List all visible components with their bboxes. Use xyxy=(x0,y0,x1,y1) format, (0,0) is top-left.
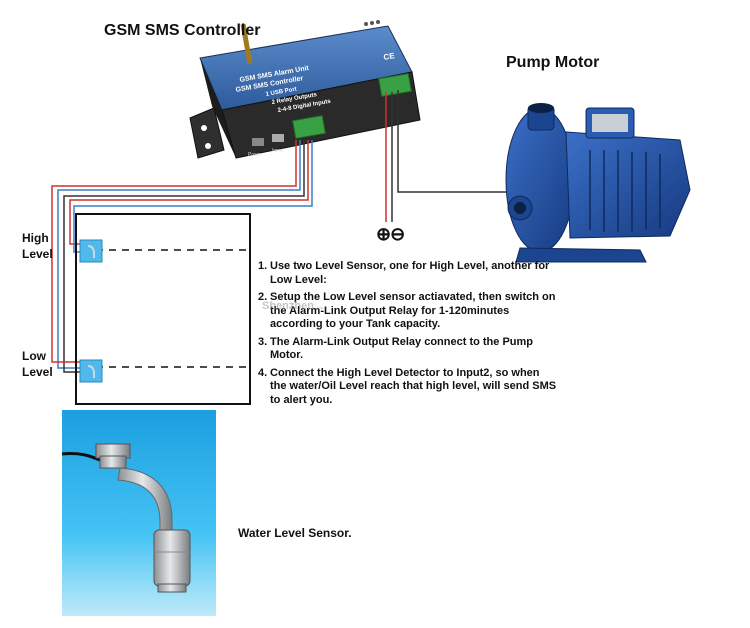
device-label-line3: 1 USB Port xyxy=(265,87,297,98)
water-level-sensor-caption: Water Level Sensor. xyxy=(238,526,352,540)
power-port-label: Power xyxy=(248,152,263,158)
tank xyxy=(75,213,251,405)
instruction-item: 4. Connect the High Level Detector to In… xyxy=(258,366,557,406)
low-level-sensor-icon xyxy=(79,359,103,383)
pump-motor-title: Pump Motor xyxy=(506,54,600,71)
pump-motor-illustration xyxy=(505,103,691,263)
instruction-item: 3. The Alarm-Link Output Relay connect t… xyxy=(258,335,534,362)
input-terminal-block xyxy=(292,114,326,140)
relay-wires xyxy=(385,90,508,222)
water-level-sensor-photo xyxy=(61,410,216,616)
instruction-item: 1. Use two Level Sensor, one for High Le… xyxy=(258,260,550,286)
high-level-sensor-icon xyxy=(79,239,103,263)
controller-title: GSM SMS Controller xyxy=(104,22,261,39)
relay-terminal-block xyxy=(378,72,412,98)
low-level-label: Low Level xyxy=(22,349,53,379)
high-level-label: High Level xyxy=(22,231,53,261)
polarity-symbols: ⊕⊖ xyxy=(376,224,405,244)
antenna xyxy=(240,23,253,65)
watermark: Shenzhen ... xyxy=(262,300,327,312)
gsm-controller-device: GSM SMS Alarm Unit GSM SMS Controller 1 … xyxy=(189,20,421,159)
input-port-label: Input xyxy=(272,148,284,154)
instruction-list: 1. Use two Level Sensor, one for High Le… xyxy=(258,260,558,411)
sensor-wires xyxy=(51,140,313,373)
ce-mark: CE xyxy=(383,51,396,62)
instruction-item: 2. Setup the Low Level sensor actiavated… xyxy=(258,291,556,330)
